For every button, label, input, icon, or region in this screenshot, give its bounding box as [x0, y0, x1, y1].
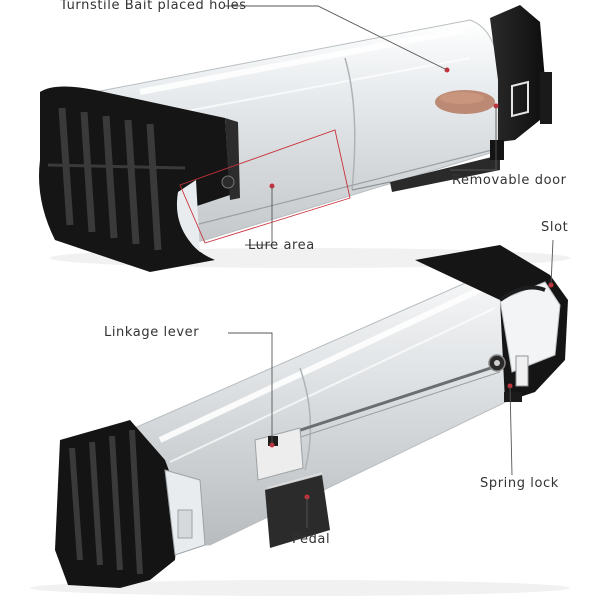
bottom-trap-highlight	[158, 282, 492, 443]
label-bait-holes: Turnstile Bait placed holes	[60, 0, 247, 13]
top-trap-floor-plate	[390, 155, 500, 192]
lure-area-outline	[179, 129, 351, 244]
removable-door-leader	[450, 106, 497, 171]
spring-lock-leader	[509, 385, 513, 476]
lure-area-leader	[245, 186, 273, 246]
label-linkage-lever: Linkage lever	[104, 325, 200, 340]
linkage-rod	[269, 363, 501, 442]
top-trap-vent-slats	[58, 107, 162, 251]
bottom-trap-vent-slats	[69, 429, 143, 575]
bottom-trap-shadow	[30, 580, 570, 596]
label-lure-area: Lure area	[248, 238, 315, 253]
label-removable-door: Removable door	[452, 173, 567, 188]
slot-leader	[550, 239, 554, 286]
linkage-lever-frame	[254, 427, 304, 481]
bottom-trap	[30, 245, 570, 596]
top-trap-rear-cap	[490, 5, 545, 142]
pedal-plate	[265, 475, 330, 548]
bottom-trap-seam	[299, 367, 312, 471]
leader-lines	[224, 5, 554, 528]
label-pedal: Pedal	[292, 532, 331, 547]
linkage-lever-leader	[228, 332, 273, 445]
top-trap-highlight	[139, 27, 466, 95]
bait-holes-leader	[224, 5, 448, 71]
label-spring-lock: Spring lock	[480, 476, 559, 491]
removable-door-handle	[511, 80, 529, 118]
label-slot: Slot	[541, 220, 569, 235]
top-trap	[39, 5, 570, 272]
top-trap-seam	[344, 57, 356, 191]
